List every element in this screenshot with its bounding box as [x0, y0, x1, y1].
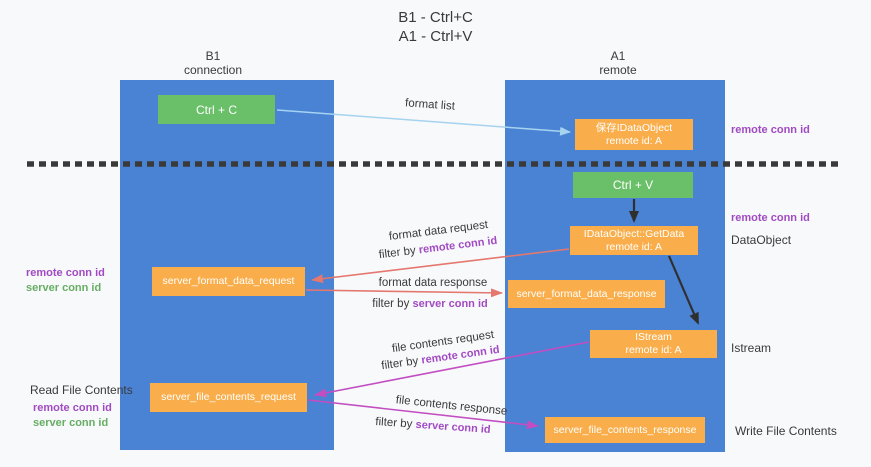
- filter-by-text: filter by: [374, 415, 413, 431]
- annotation-read-file-contents: Read File Contents: [30, 383, 133, 397]
- diagram-title: B1 - Ctrl+C A1 - Ctrl+V: [0, 8, 871, 46]
- node-istream-line1: IStream: [635, 331, 672, 343]
- node-ctrl-c: Ctrl + C: [158, 95, 275, 124]
- label-filter-by-server-2: filter by server conn id: [353, 413, 514, 438]
- node-save-idataobject-line1: 保存IDataObject: [595, 121, 673, 134]
- node-ctrl-v-label: Ctrl + V: [612, 178, 654, 192]
- label-format-data-response: format data response: [378, 277, 488, 289]
- annotation-remote-conn-id-top: remote conn id: [731, 124, 810, 136]
- node-server-format-data-response: server_format_data_response: [508, 280, 665, 308]
- annotation-server-conn-id-left-2: server conn id: [33, 417, 109, 429]
- node-format-request-label: server_format_data_request: [162, 275, 295, 287]
- annotation-istream: Istream: [731, 341, 772, 355]
- node-save-idataobject: 保存IDataObject remote id: A: [575, 119, 693, 150]
- node-format-response-label: server_format_data_response: [516, 287, 657, 300]
- node-server-file-contents-request: server_file_contents_request: [150, 383, 307, 412]
- node-getdata-line1: IDataObject::GetData: [583, 227, 685, 240]
- annotation-server-conn-id-left-1: server conn id: [26, 282, 102, 294]
- node-getdata-line2: remote id: A: [605, 240, 663, 253]
- filter-by-text: filter by: [378, 244, 417, 262]
- server-conn-id-text: server conn id: [412, 298, 488, 310]
- annotation-remote-conn-id-left-1: remote conn id: [26, 267, 105, 279]
- filter-by-text: filter by: [372, 298, 410, 310]
- node-ctrl-c-label: Ctrl + C: [195, 102, 237, 117]
- format-data-response-arrow: [305, 288, 503, 298]
- annotation-remote-conn-id-mid: remote conn id: [731, 212, 810, 224]
- annotation-dataobject: DataObject: [731, 233, 792, 247]
- node-server-format-data-request: server_format_data_request: [152, 267, 305, 296]
- node-file-request-label: server_file_contents_request: [161, 391, 296, 403]
- annotation-write-file-contents: Write File Contents: [735, 424, 837, 438]
- right-column-name: A1: [610, 49, 626, 63]
- node-idataobject-getdata: IDataObject::GetData remote id: A: [570, 226, 698, 255]
- left-column-name: B1: [205, 49, 221, 63]
- left-column-header: B1 connection: [150, 49, 276, 77]
- right-column-role: remote: [599, 63, 637, 77]
- left-column-role: connection: [183, 63, 243, 77]
- title-line-1: B1 - Ctrl+C: [398, 9, 473, 26]
- node-server-file-contents-response: server_file_contents_response: [545, 417, 705, 443]
- label-filter-by-server-1: filter by server conn id: [350, 297, 510, 311]
- label-format-list: format list: [404, 97, 456, 113]
- server-conn-id-text: server conn id: [415, 418, 492, 437]
- annotation-remote-conn-id-left-2: remote conn id: [33, 402, 112, 414]
- node-save-idataobject-line2: remote id: A: [605, 134, 663, 147]
- filter-by-text: filter by: [380, 355, 420, 373]
- right-column-header: A1 remote: [555, 49, 681, 77]
- node-istream-line2: remote id: A: [625, 344, 682, 356]
- node-file-response-label: server_file_contents_response: [553, 423, 697, 436]
- node-istream: IStream remote id: A: [590, 330, 717, 358]
- title-line-2: A1 - Ctrl+V: [398, 28, 473, 45]
- node-ctrl-v: Ctrl + V: [573, 172, 693, 198]
